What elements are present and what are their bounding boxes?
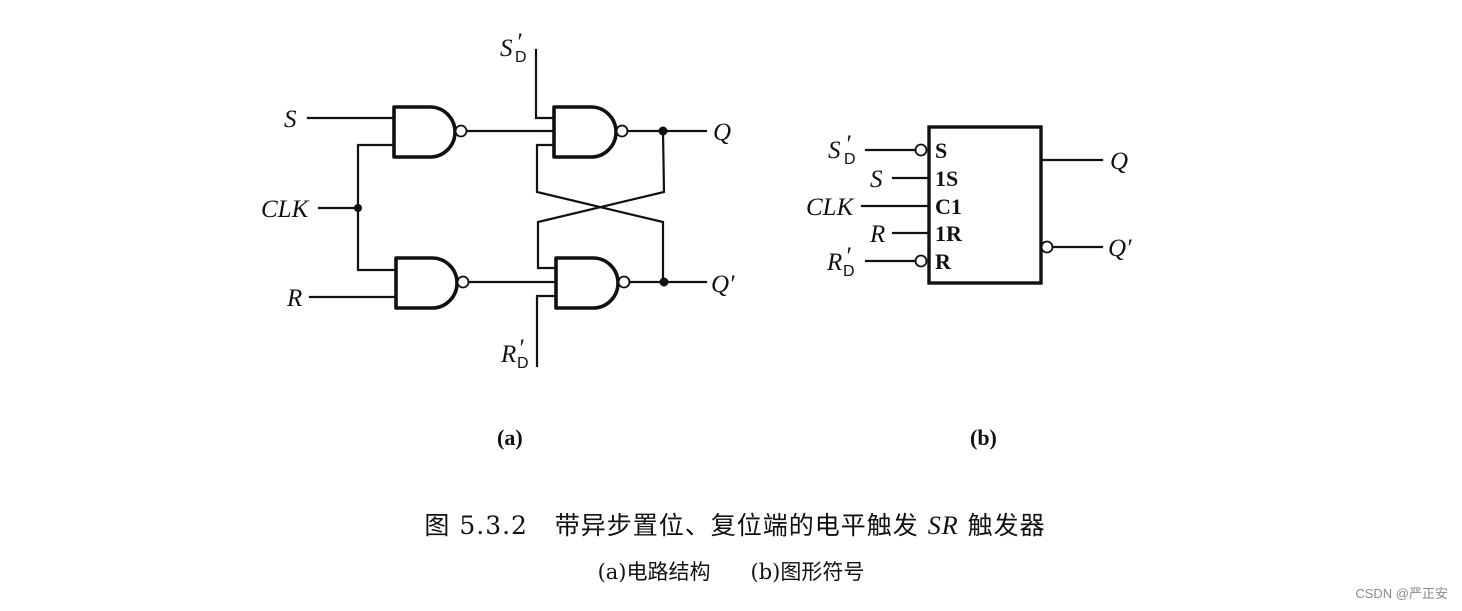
nand-gate-g2	[394, 256, 470, 310]
label-r: R	[286, 285, 302, 312]
svg-text:′: ′	[845, 243, 851, 270]
pin-r: R	[935, 249, 952, 274]
caption-prefix: 图 5.3.2 带异步置位、复位端的电平触发	[424, 511, 928, 540]
wire-clk-to-g1	[356, 143, 398, 272]
pin-s: S	[935, 138, 947, 163]
svg-text:′: ′	[518, 335, 524, 362]
wire-sd-input	[534, 48, 556, 120]
svg-text:D: D	[843, 263, 855, 280]
circuit-structure-panel: S CLK R S ′ D R ′ D Q Q′	[261, 29, 735, 372]
caption-suffix: 触发器	[958, 511, 1046, 540]
figure-caption: 图 5.3.2 带异步置位、复位端的电平触发 SR 触发器	[0, 506, 1462, 542]
q-junction-dot	[658, 126, 668, 136]
svg-text:R: R	[500, 341, 516, 368]
svg-text:D: D	[515, 49, 527, 66]
svg-text:S: S	[500, 35, 513, 62]
label-s: S	[284, 106, 297, 133]
flip-flop-box	[927, 125, 1043, 285]
label-b-clk: CLK	[806, 194, 855, 221]
wire-qbar-feedback	[535, 143, 665, 284]
wire-q-feedback	[536, 129, 666, 270]
bubble-b-rd	[914, 254, 928, 268]
label-b-qbar: Q′	[1108, 235, 1132, 262]
panel-b-label: (b)	[970, 425, 997, 450]
nand-gate-g3	[552, 105, 629, 159]
label-sd: S ′ D	[500, 29, 527, 66]
svg-text:R: R	[826, 249, 842, 276]
nand-gate-g4	[554, 256, 631, 310]
pin-c1: C1	[935, 194, 962, 219]
label-qbar: Q′	[711, 271, 735, 298]
panel-a-label: (a)	[497, 425, 523, 450]
graphic-symbol-panel: S 1S C1 1R R S ′ D S CLK R R ′ D Q Q′	[806, 125, 1132, 285]
label-b-s: S	[870, 166, 883, 193]
label-b-r: R	[869, 221, 885, 248]
label-b-q: Q	[1110, 148, 1128, 175]
bubble-b-qbar	[1040, 240, 1054, 254]
svg-text:D: D	[844, 151, 856, 168]
figure-subcaption: (a)电路结构 (b)图形符号	[597, 560, 865, 584]
label-clk: CLK	[261, 196, 310, 223]
qbar-junction-dot	[659, 277, 669, 287]
pin-1s: 1S	[935, 166, 958, 191]
caption-italic: SR	[927, 511, 959, 540]
nand-gate-g1	[392, 105, 468, 159]
svg-text:S: S	[828, 137, 841, 164]
bubble-b-sd	[914, 143, 928, 157]
svg-text:′: ′	[845, 131, 851, 158]
label-b-rd: R ′ D	[826, 243, 855, 280]
clk-junction-dot	[354, 204, 362, 212]
wire-rd-input	[535, 294, 558, 368]
pin-1r: 1R	[935, 221, 963, 246]
label-b-sd: S ′ D	[828, 131, 856, 168]
label-rd: R ′ D	[500, 335, 529, 372]
watermark: CSDN @严正安	[1355, 586, 1448, 601]
label-q: Q	[713, 119, 731, 146]
svg-text:′: ′	[516, 29, 522, 56]
svg-text:D: D	[517, 355, 529, 372]
